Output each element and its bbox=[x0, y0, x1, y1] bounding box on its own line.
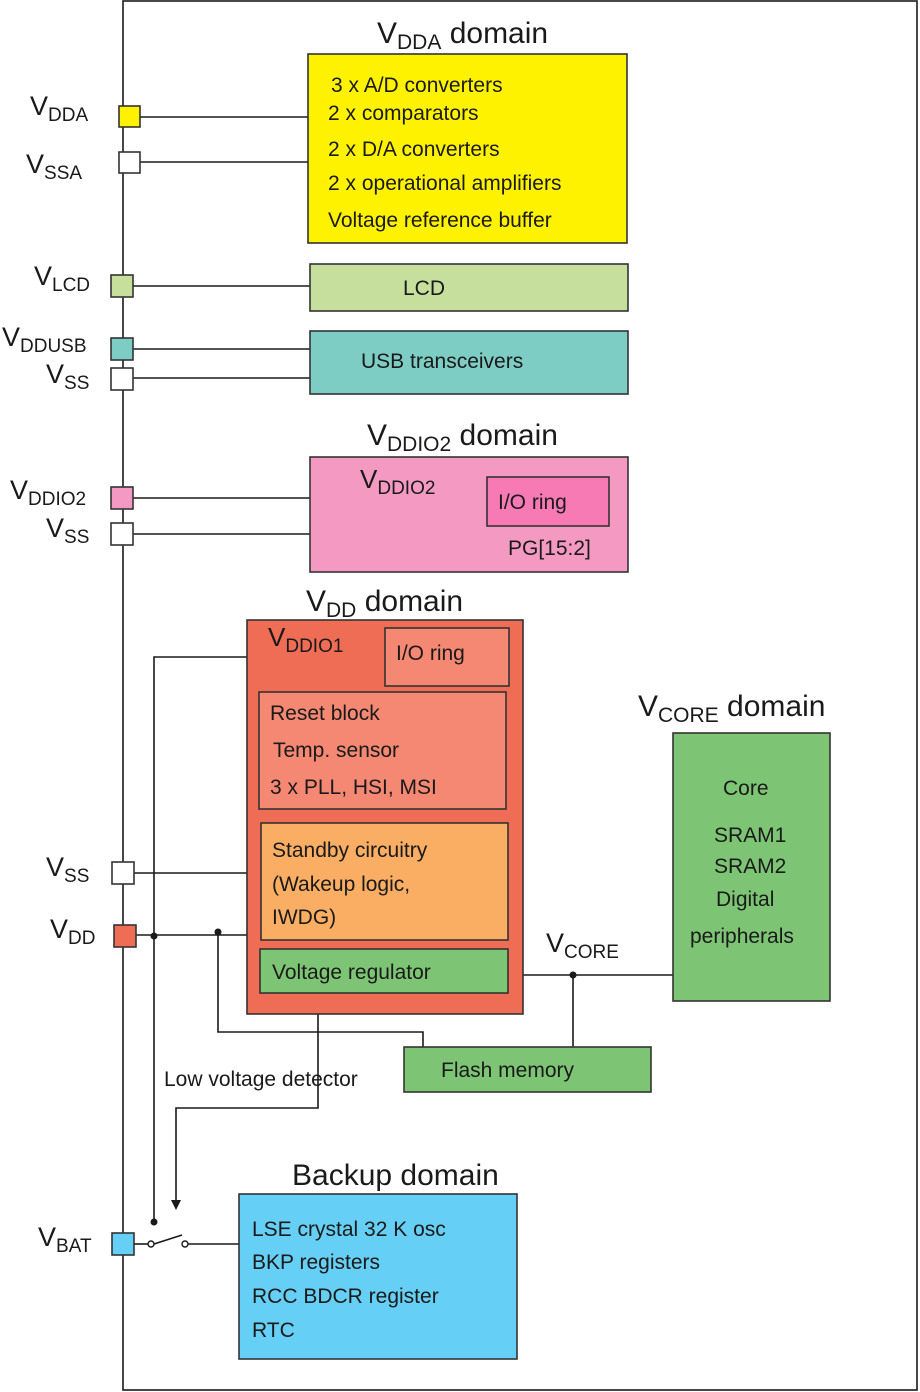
vddio2-supply-label: VDDIO2 bbox=[360, 464, 435, 499]
reset-item: Reset block bbox=[270, 702, 380, 725]
low-voltage-detector-label: Low voltage detector bbox=[164, 1068, 358, 1091]
flash-memory: Flash memory bbox=[403, 1046, 652, 1093]
standby-circuitry bbox=[260, 822, 509, 941]
backup-domain-title: Backup domain bbox=[292, 1159, 499, 1192]
pin-vss-1 bbox=[110, 367, 134, 391]
vddio2-domain-title: VDDIO2 domain bbox=[367, 419, 558, 456]
pin-vdd bbox=[113, 924, 137, 948]
vcore-domain-title: VCORE domain bbox=[638, 690, 825, 727]
pin-label-vss-1: VSS bbox=[46, 359, 89, 394]
vdd-io-ring bbox=[384, 627, 510, 687]
backup-item: BKP registers bbox=[252, 1251, 380, 1274]
pin-label-vdd: VDD bbox=[50, 914, 95, 949]
vdda-item: Voltage reference buffer bbox=[328, 209, 552, 232]
vdda-item: 2 x operational amplifiers bbox=[328, 172, 561, 195]
usb-block: USB transceivers bbox=[309, 330, 629, 395]
vdd-io-ring-label: I/O ring bbox=[396, 642, 465, 665]
vddio1-supply-label: VDDIO1 bbox=[268, 622, 343, 657]
backup-item: RCC BDCR register bbox=[252, 1285, 439, 1308]
pin-vss-2 bbox=[110, 522, 134, 546]
vdd-domain-title: VDD domain bbox=[306, 585, 463, 622]
pin-vlcd bbox=[110, 274, 134, 298]
vcore-net-label: VCORE bbox=[546, 928, 619, 963]
voltage-regulator-label: Voltage regulator bbox=[272, 961, 431, 984]
vcore-item: Digital bbox=[716, 888, 774, 911]
backup-item: LSE crystal 32 K osc bbox=[252, 1218, 446, 1241]
pin-label-vddio2: VDDIO2 bbox=[10, 475, 86, 510]
vddio2-io-ring-label: I/O ring bbox=[498, 491, 567, 514]
vcore-item: peripherals bbox=[690, 925, 794, 948]
standby-item: (Wakeup logic, bbox=[272, 873, 410, 896]
lcd-block: LCD bbox=[309, 263, 629, 312]
vcore-item: SRAM1 bbox=[714, 824, 786, 847]
pin-label-vddusb: VDDUSB bbox=[2, 322, 87, 357]
reset-item: 3 x PLL, HSI, MSI bbox=[270, 776, 437, 799]
usb-label: USB transceivers bbox=[361, 350, 523, 373]
pin-vdda bbox=[118, 105, 141, 128]
vddio2-domain: VDDIO2 domain VDDIO2 I/O ring PG[15:2] bbox=[309, 419, 629, 573]
pin-label-vssa: VSSA bbox=[26, 149, 82, 184]
pin-vssa bbox=[118, 151, 141, 174]
vdda-item: 2 x comparators bbox=[328, 102, 479, 125]
chip-boundary bbox=[122, 0, 918, 1391]
backup-domain: Backup domain LSE crystal 32 K osc BKP r… bbox=[238, 1159, 518, 1360]
vdda-item: 3 x A/D converters bbox=[331, 74, 503, 97]
pin-label-vbat: VBAT bbox=[38, 1222, 92, 1257]
vddio2-io-ring bbox=[486, 476, 610, 527]
vddio2-pins-label: PG[15:2] bbox=[508, 537, 591, 560]
vdd-domain: VDD domain VDDIO1 I/O ring Reset block T… bbox=[246, 585, 524, 1015]
backup-item: RTC bbox=[252, 1319, 295, 1342]
vdda-domain-block bbox=[307, 53, 628, 244]
pin-vddio2 bbox=[110, 486, 134, 510]
pin-label-vss-3: VSS bbox=[46, 852, 89, 887]
pins bbox=[110, 105, 141, 1256]
vdda-domain-title: VDDA domain bbox=[377, 17, 548, 54]
reset-block bbox=[258, 691, 507, 810]
pin-label-vss-2: VSS bbox=[46, 513, 89, 548]
pin-vss-3 bbox=[111, 861, 135, 885]
lcd-label: LCD bbox=[403, 277, 445, 300]
vdda-item: 2 x D/A converters bbox=[328, 138, 500, 161]
flash-memory-label: Flash memory bbox=[441, 1059, 575, 1082]
vcore-domain: VCORE domain Core SRAM1 SRAM2 Digital pe… bbox=[638, 690, 831, 1002]
vcore-item: Core bbox=[723, 777, 769, 800]
standby-item: Standby circuitry bbox=[272, 839, 428, 862]
vdda-domain: VDDA domain 3 x A/D converters 2 x compa… bbox=[307, 17, 628, 244]
pin-label-vlcd: VLCD bbox=[34, 261, 90, 296]
pin-vddusb bbox=[110, 337, 134, 361]
voltage-regulator bbox=[259, 948, 509, 994]
pin-vbat bbox=[111, 1232, 135, 1256]
reset-item: Temp. sensor bbox=[273, 739, 399, 762]
standby-item: IWDG) bbox=[272, 906, 336, 929]
vcore-item: SRAM2 bbox=[714, 855, 786, 878]
pin-label-vdda: VDDA bbox=[30, 91, 88, 126]
pin-labels: VDDA VSSA VLCD VDDUSB VSS VDDIO2 VSS VSS… bbox=[2, 91, 95, 1257]
